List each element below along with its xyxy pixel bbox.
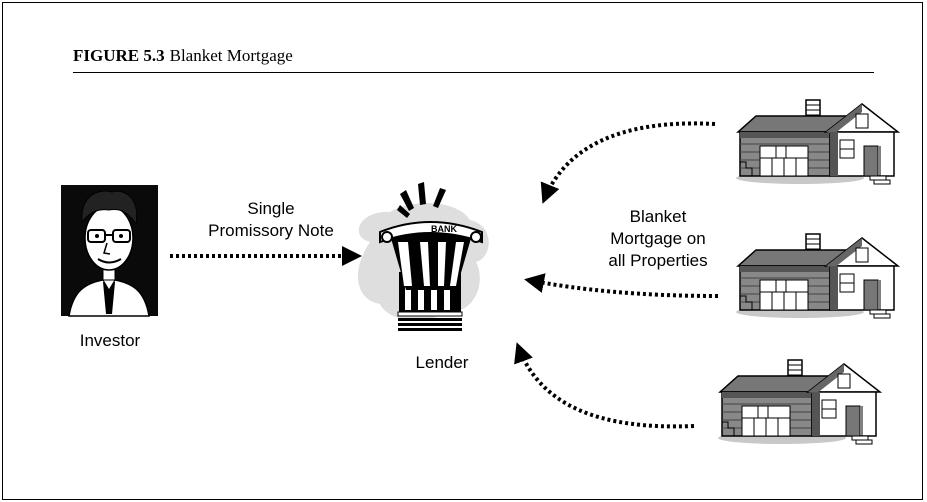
figure-number: FIGURE 5.3: [73, 46, 165, 65]
bank-icon: [357, 182, 489, 331]
house-icon: [717, 359, 881, 445]
arrow-mortgage-middle: [524, 273, 719, 298]
mortgage-label-line: all Properties: [608, 251, 708, 270]
house-icon: [735, 99, 899, 185]
lender-label: Lender: [415, 353, 469, 372]
mortgage-label-line: Mortgage on: [610, 229, 706, 248]
investor-label: Investor: [79, 331, 141, 350]
arrow-mortgage-top: [540, 121, 716, 204]
mortgage-label-line: Blanket: [629, 207, 687, 226]
heading-rule: [73, 72, 874, 73]
mortgage-label: Blanket Mortgage on all Properties: [588, 206, 728, 272]
note-label: Single Promissory Note: [186, 198, 356, 242]
note-label-line: Single: [247, 199, 295, 218]
house-icon: [735, 233, 899, 319]
arrow-mortgage-bottom: [514, 342, 695, 429]
investor-portrait: [61, 185, 158, 317]
figure-title: Blanket Mortgage: [169, 46, 293, 65]
bank-sign-text: BANK: [431, 224, 457, 234]
note-label-line: Promissory Note: [208, 221, 334, 240]
